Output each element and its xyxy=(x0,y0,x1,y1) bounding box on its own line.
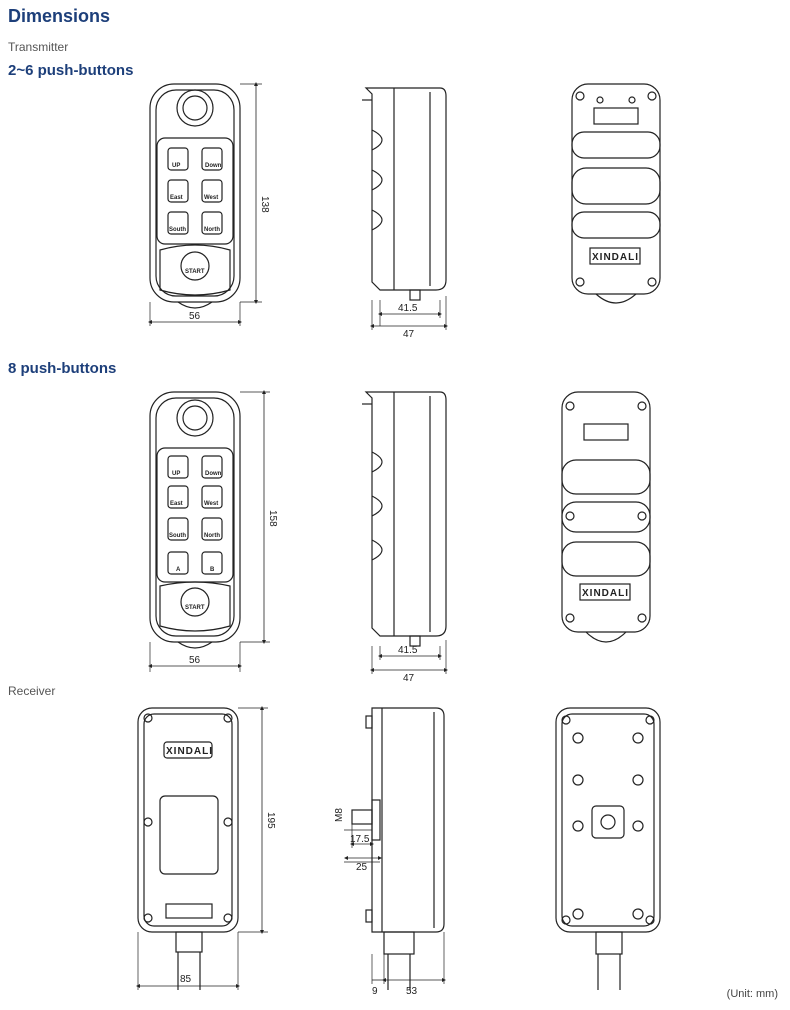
btn2-north-label: North xyxy=(204,533,220,539)
btn-west-label: West xyxy=(204,195,218,201)
btn-south-label: South xyxy=(169,227,186,233)
transmitter-label: Transmitter xyxy=(8,40,69,54)
transmitter1-back xyxy=(571,83,661,304)
dim-r-width: 85 xyxy=(180,974,192,985)
transmitter2-front xyxy=(149,391,241,649)
section-2-6-buttons: 2~6 push-buttons xyxy=(8,62,134,79)
unit-note: (Unit: mm) xyxy=(726,988,778,1000)
dim-r-c: 9 xyxy=(372,986,378,997)
transmitter1-front xyxy=(149,83,241,309)
btn2-down-label: Down xyxy=(205,471,222,477)
btn2-west-label: West xyxy=(204,501,218,507)
transmitter2-side xyxy=(362,391,447,647)
dim-r-b: 25 xyxy=(356,862,368,873)
transmitter1-side xyxy=(362,87,447,301)
brand-logo-receiver: XINDALI xyxy=(166,746,213,757)
receiver-back xyxy=(555,707,661,990)
btn2-south-label: South xyxy=(169,533,186,539)
brand-logo-t1: XINDALI xyxy=(592,252,639,263)
btn2-east-label: East xyxy=(170,501,183,507)
dim-r-height: 195 xyxy=(265,812,276,829)
btn-north-label: North xyxy=(204,227,220,233)
dim-t1-side-a: 41.5 xyxy=(398,303,418,314)
dim-t1-width: 56 xyxy=(189,311,201,322)
btn2-start-label: START xyxy=(185,605,205,611)
dim-t1-side-b: 47 xyxy=(403,329,415,340)
receiver-label: Receiver xyxy=(8,684,56,698)
receiver-front xyxy=(137,707,239,990)
dim-t2-height: 158 xyxy=(267,510,278,527)
page-title: Dimensions xyxy=(8,6,111,26)
btn2-up-label: UP xyxy=(172,471,180,477)
receiver-side xyxy=(351,707,445,990)
transmitter2-back xyxy=(561,391,651,643)
dim-t2-width: 56 xyxy=(189,655,201,666)
dim-t2-side-b: 47 xyxy=(403,673,415,684)
dim-t2-side-a: 41.5 xyxy=(398,645,418,656)
brand-logo-t2: XINDALI xyxy=(582,588,629,599)
dim-t1-height: 138 xyxy=(259,196,270,213)
btn-down-label: Down xyxy=(205,163,222,169)
btn2-b-label: B xyxy=(210,567,215,573)
btn2-a-label: A xyxy=(176,567,181,573)
dim-r-d: 53 xyxy=(406,986,418,997)
section-8-buttons: 8 push-buttons xyxy=(8,360,117,377)
btn-up-label: UP xyxy=(172,163,180,169)
btn-start-label: START xyxy=(185,269,205,275)
dim-r-thread: M8 xyxy=(334,808,345,822)
btn-east-label: East xyxy=(170,195,183,201)
dim-r-a: 17.5 xyxy=(350,834,370,845)
